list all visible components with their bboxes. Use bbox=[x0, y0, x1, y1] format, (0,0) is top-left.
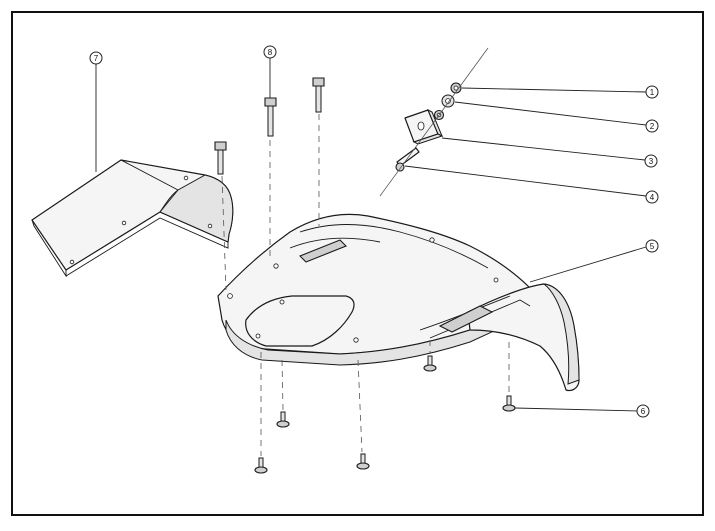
callout-label-8: 8 bbox=[268, 48, 273, 57]
callout-4: 4 bbox=[645, 190, 659, 204]
square-plate-part bbox=[404, 108, 444, 145]
long-bolt-part bbox=[264, 97, 277, 137]
bent-bracket-part bbox=[31, 159, 234, 278]
washer-part bbox=[441, 94, 455, 108]
flange-screw-part-c bbox=[254, 457, 268, 474]
callout-label-7: 7 bbox=[94, 54, 99, 63]
deflector-body-part bbox=[217, 213, 580, 392]
callout-8: 8 bbox=[263, 45, 277, 59]
callout-5: 5 bbox=[645, 239, 659, 253]
flange-screw-part-d bbox=[356, 453, 370, 470]
callout-label-2: 2 bbox=[650, 122, 655, 131]
callout-label-1: 1 bbox=[650, 88, 655, 97]
callout-label-4: 4 bbox=[650, 193, 655, 202]
callout-3: 3 bbox=[644, 154, 658, 168]
callout-6: 6 bbox=[636, 404, 650, 418]
callout-1: 1 bbox=[645, 85, 659, 99]
nut-part bbox=[450, 82, 462, 94]
flange-screw-part-a bbox=[423, 355, 437, 372]
callout-label-5: 5 bbox=[650, 242, 655, 251]
assembly-lines bbox=[221, 47, 510, 456]
callout-label-3: 3 bbox=[649, 157, 654, 166]
long-bolt-part-left bbox=[214, 141, 227, 175]
callout-2: 2 bbox=[645, 119, 659, 133]
callout-label-6: 6 bbox=[641, 407, 646, 416]
callout-7: 7 bbox=[89, 51, 103, 65]
leader-lines bbox=[95, 58, 647, 412]
long-bolt-part-center bbox=[312, 77, 325, 113]
flange-screw-part-b bbox=[276, 411, 290, 428]
